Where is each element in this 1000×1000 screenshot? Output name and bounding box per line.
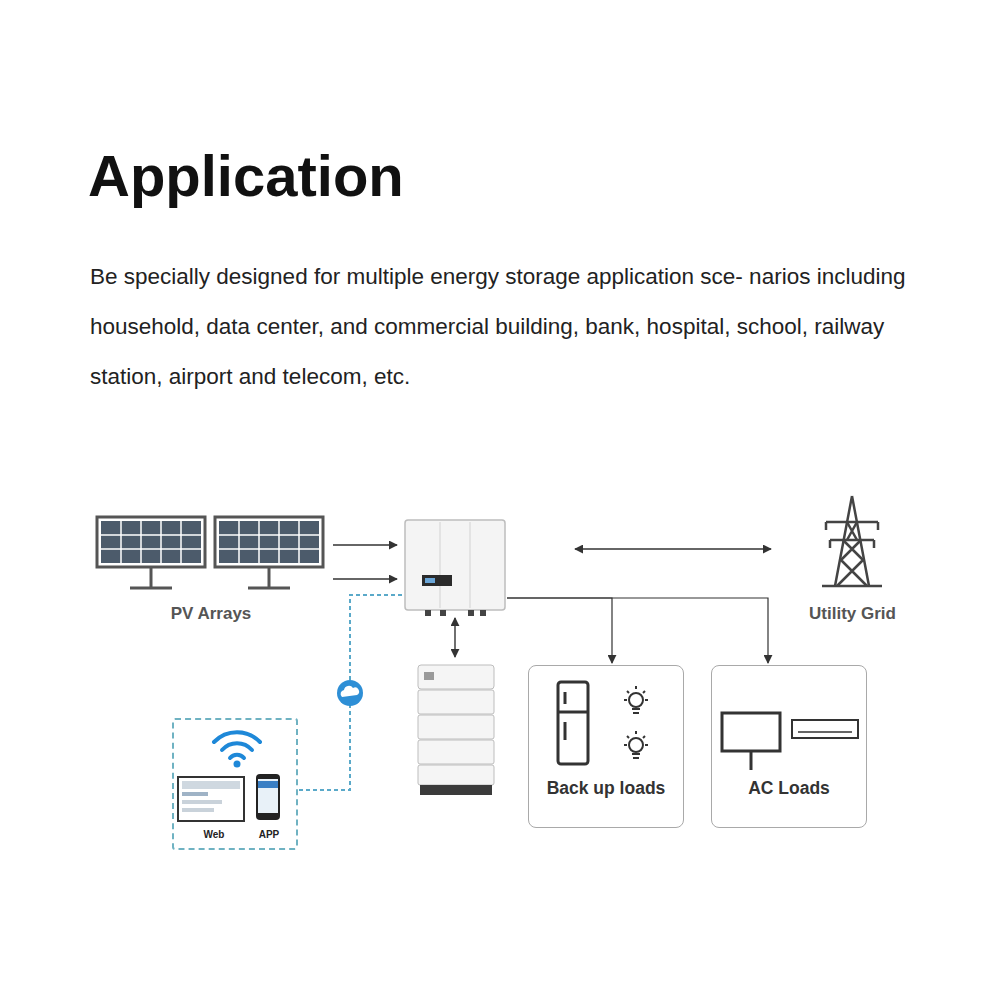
power-flow-arrow [507,598,612,663]
power-flow-arrow [507,598,768,663]
page-title: Application [88,142,404,209]
monitoring-icons [178,732,280,821]
ac-loads-box: AC Loads [711,665,867,828]
power-flow-arrow [333,544,397,545]
solar-panel [97,517,205,588]
inverter-node [405,520,505,612]
transmission-tower [822,496,882,586]
fridge-and-bulb-icons [558,682,648,764]
hybrid-inverter [405,520,505,616]
power-flow-arrow [333,578,397,579]
icon-caption: APP [244,829,294,840]
node-label: Back up loads [547,778,666,799]
battery-stack [418,665,494,795]
node-label: PV Arrays [171,604,252,624]
node-label: Utility Grid [809,604,896,624]
pv-array-group: PV Arrays [92,512,330,624]
icon-caption: Web [182,829,246,840]
monitoring-box: WebAPP [172,718,298,850]
tv-and-ac-icons [722,713,858,770]
node-label: AC Loads [748,778,830,799]
utility-grid-group: Utility Grid [785,490,920,624]
data-link-line [299,595,404,790]
solar-panel [215,517,323,588]
description-text: Be specially designed for multiple energ… [90,252,930,402]
cloud-icon [337,680,363,706]
power-flow-arrow [454,618,455,657]
battery-node [415,663,497,797]
power-flow-arrow [575,548,771,550]
backup-loads-box: Back up loads [528,665,684,828]
